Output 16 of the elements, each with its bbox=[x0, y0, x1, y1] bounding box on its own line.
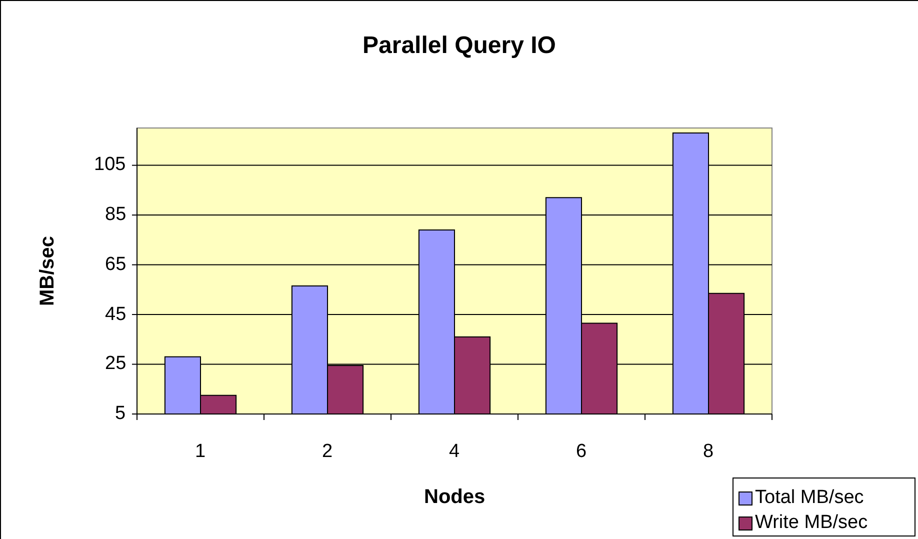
tick-label: 65 bbox=[105, 254, 126, 276]
tick-label: 25 bbox=[105, 353, 126, 376]
tick-label: 85 bbox=[105, 204, 126, 226]
tick-label: 105 bbox=[94, 154, 126, 176]
tick-label: 1 bbox=[195, 441, 206, 463]
tick-label: 8 bbox=[703, 441, 714, 463]
tick-label: 5 bbox=[115, 403, 126, 425]
legend-text: Total MB/sec bbox=[755, 487, 864, 509]
chart-title: Parallel Query IO bbox=[362, 32, 556, 60]
legend-text: Write MB/sec bbox=[755, 512, 868, 534]
tick-label: 2 bbox=[322, 441, 333, 463]
tick-label: 6 bbox=[576, 441, 587, 463]
axis-title: Nodes bbox=[424, 486, 486, 509]
axis-title: MB/sec bbox=[36, 236, 60, 306]
tick-label: 45 bbox=[105, 304, 126, 326]
tick-label: 4 bbox=[449, 441, 460, 463]
